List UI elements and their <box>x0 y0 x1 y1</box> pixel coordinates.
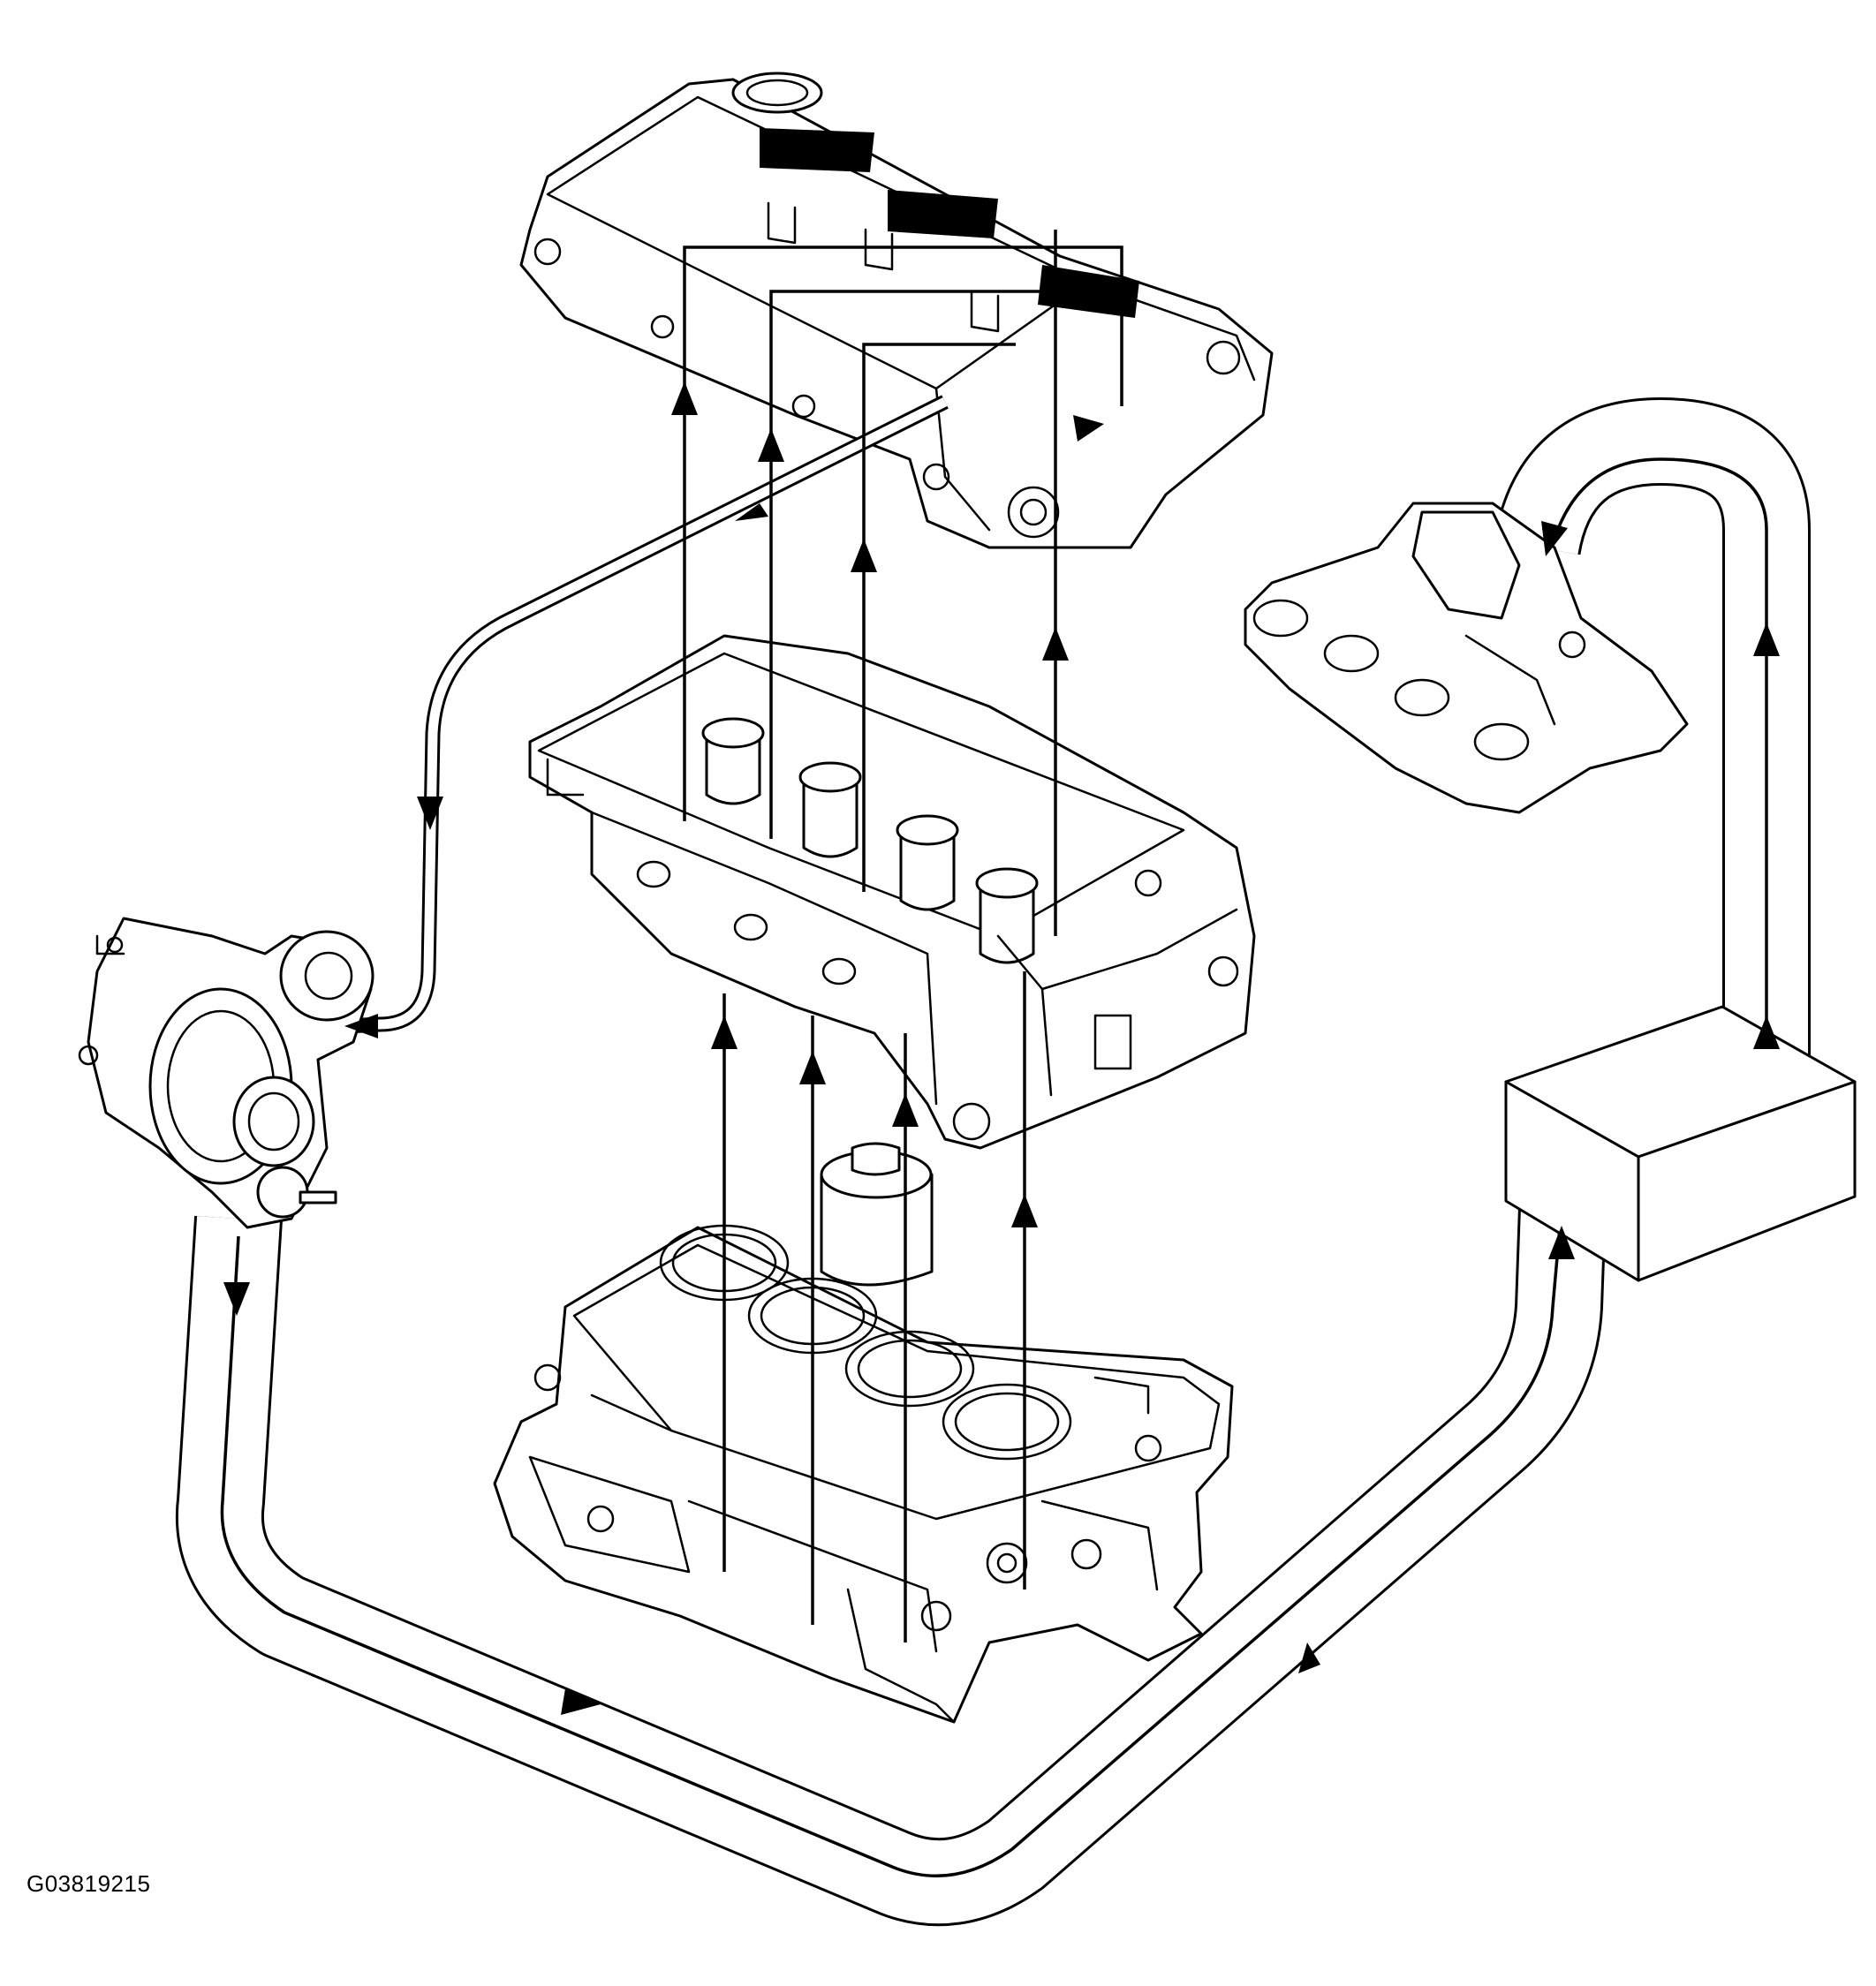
flow-arrow-icon <box>671 381 698 415</box>
flow-arrow-icon <box>561 1688 601 1715</box>
engine-block <box>493 1142 1234 1724</box>
turbocharger <box>78 917 374 1229</box>
flow-arrow-icon <box>417 797 443 830</box>
flow-arrow-icon <box>1298 1642 1320 1673</box>
flow-arrow-icon <box>1753 623 1780 656</box>
flow-arrow-icon <box>1541 521 1568 556</box>
flow-arrow-icon <box>735 503 768 521</box>
flow-arrow-icon <box>851 539 877 572</box>
flow-arrow-icon <box>344 1014 378 1038</box>
intake-manifold <box>1244 502 1689 814</box>
valve-cover <box>519 72 1274 549</box>
return-hose <box>175 1182 1607 1927</box>
figure-id: G03819215 <box>26 1870 151 1897</box>
flow-arrow-icon <box>758 428 784 462</box>
coil-covers <box>760 128 1139 318</box>
flow-arrows <box>223 381 1780 1715</box>
flow-arrow-icon <box>1073 415 1104 442</box>
flow-arrow-icon <box>892 1093 919 1127</box>
flow-arrow-icon <box>799 1051 826 1084</box>
manifold-hose <box>1493 397 1811 1082</box>
flow-lines <box>683 230 1123 1642</box>
bypass-hose <box>295 395 949 1037</box>
flow-arrow-icon <box>1011 1194 1038 1227</box>
flow-arrow-icon <box>223 1282 250 1316</box>
flow-arrow-icon <box>1753 1016 1780 1049</box>
flow-arrow-icon <box>1042 627 1069 661</box>
flow-arrow-icon <box>711 1016 738 1049</box>
cylinder-head <box>528 634 1256 1150</box>
flow-arrow-icon <box>1548 1226 1575 1259</box>
plug-towers <box>701 717 1039 964</box>
